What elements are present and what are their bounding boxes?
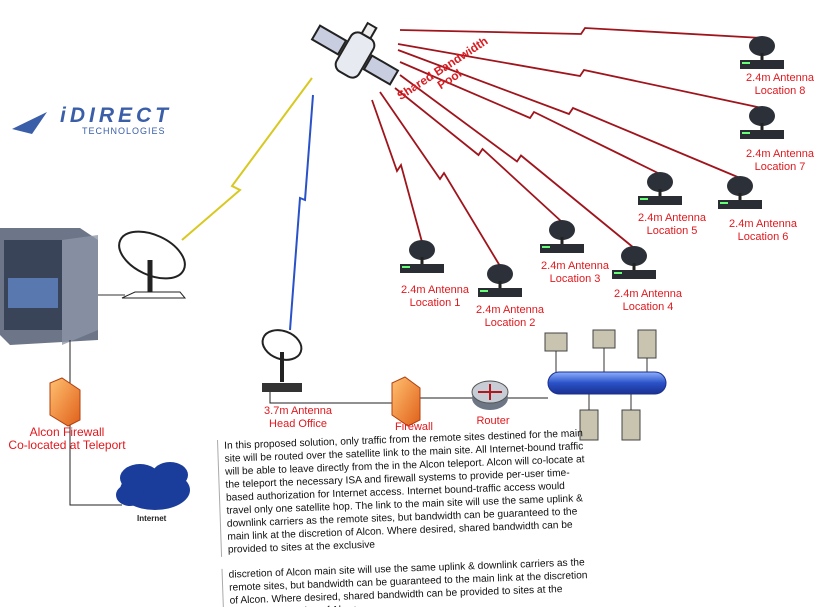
remote-antenna-icon xyxy=(540,220,584,253)
headoffice-satellite-link xyxy=(289,94,314,331)
firewall-label: Firewall xyxy=(395,421,433,433)
description-paragraph-1: In this proposed solution, only traffic … xyxy=(217,427,591,557)
logo-sub: TECHNOLOGIES xyxy=(82,126,166,136)
satellite-link-7 xyxy=(397,43,763,109)
satellite-link-4 xyxy=(399,74,635,249)
teleport-cable xyxy=(69,340,122,506)
remote-sites xyxy=(400,36,784,297)
workstation-icons xyxy=(544,329,657,441)
satellite-link-8 xyxy=(399,27,763,39)
internet-cloud-icon xyxy=(116,462,190,510)
satellite-link-3 xyxy=(394,87,563,223)
satellite-links xyxy=(371,27,763,267)
logo-brand: iDIRECT xyxy=(60,104,172,127)
router-label: Router xyxy=(476,415,510,427)
alcon-firewall-icon xyxy=(49,377,81,427)
lan-bus xyxy=(547,371,667,395)
lan-drops xyxy=(555,348,648,410)
internet-label: Internet xyxy=(137,514,167,523)
idirect-logo: iDIRECT TECHNOLOGIES xyxy=(12,104,168,139)
description-paragraph-2: discretion of Alcon main site will use t… xyxy=(221,556,594,607)
remote-antenna-icon xyxy=(740,36,784,69)
solution-description: In this proposed solution, only traffic … xyxy=(217,427,594,607)
remote-antenna-icon xyxy=(638,172,682,205)
satellite-icon xyxy=(310,21,400,86)
remote-antenna-icon xyxy=(718,176,762,209)
satellite-link-2 xyxy=(379,91,501,267)
head-office-firewall-icon xyxy=(391,376,421,427)
remote-antenna-icon xyxy=(478,264,522,297)
router-icon xyxy=(471,380,509,410)
teleport-server-icon xyxy=(0,228,98,345)
teleport-satellite-link xyxy=(181,77,313,241)
remote-antenna-icon xyxy=(612,246,656,279)
remote-antenna-icon xyxy=(400,240,444,273)
satellite-link-6 xyxy=(397,49,741,179)
teleport-dish-icon xyxy=(118,230,187,299)
logo-mark-icon xyxy=(12,112,47,134)
satellite-link-1 xyxy=(371,99,423,243)
remote-antenna-icon xyxy=(740,106,784,139)
satellite-link-5 xyxy=(399,61,661,175)
head-office-dish-icon xyxy=(261,329,303,392)
